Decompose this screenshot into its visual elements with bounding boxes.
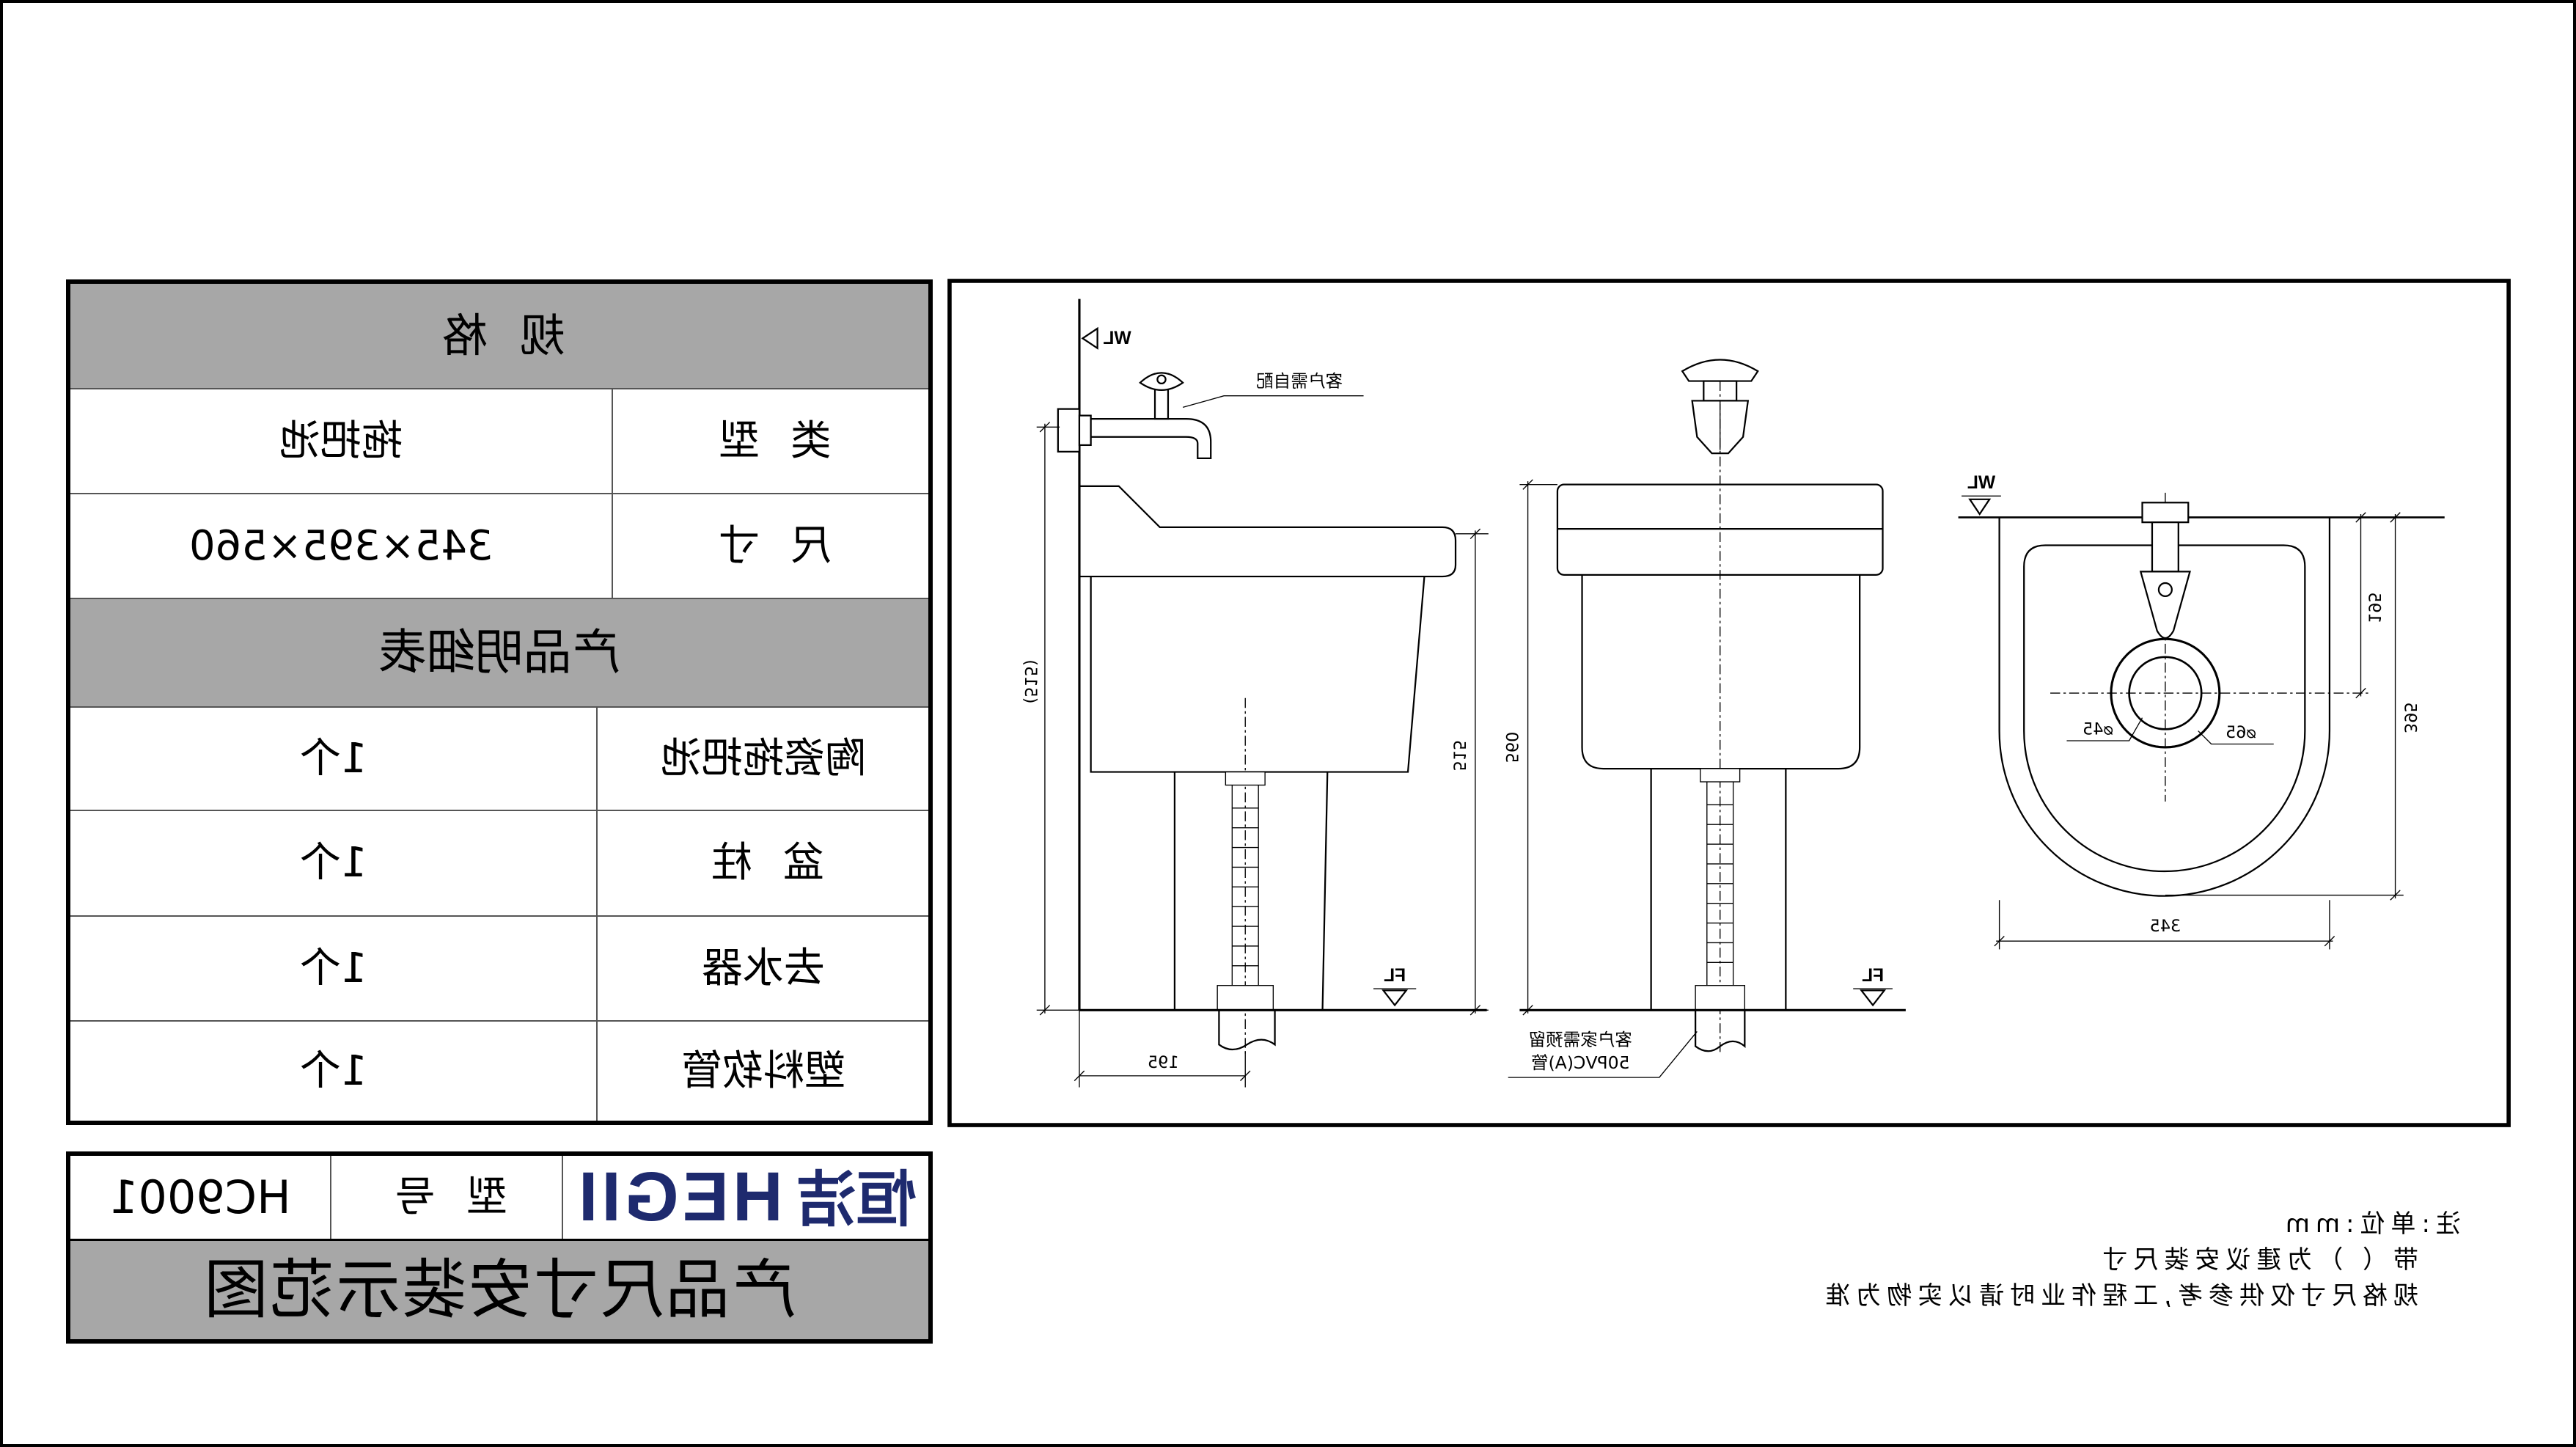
note-suggested: 带（ ）为建议安装尺寸 [2096,1245,2418,1275]
drain-note-line1: 客户家需预留 [1529,1030,1632,1050]
brand-name-cn: 恒洁 [796,1165,917,1235]
drain-wall-label: 195 [2364,592,2383,623]
table-row: 1个 塑料软管 [70,1020,928,1121]
drain-hose-front [1695,768,1746,1052]
drain-note-line2: 50PVC(A)管 [1531,1052,1630,1073]
pedestal-side [1173,772,1329,1011]
faucet-note-leader [1182,395,1364,409]
outer-dia-leader [2198,730,2274,745]
rim-height-dimension [1456,528,1489,1016]
basin-bowl-front [1581,574,1861,770]
width-label: 345 [2150,917,2181,936]
drain-inner-circle [2128,656,2203,730]
fl-marker-front-icon [1860,989,1887,1007]
drain-note-leader [1508,1030,1698,1078]
detail-qty: 1个 [299,944,367,992]
brand-logo: 恒洁HEGII [563,1156,928,1239]
spec-table: 规 格 拖把池 类 型 345×395×560 尺 寸 产品明细表 1个 陶瓷拖… [66,279,933,1125]
brand-name-en: HEGII [575,1158,783,1236]
side-view: WL 客户需自配 (515) [1021,298,1489,1088]
drain-offset-label: 195 [1148,1053,1179,1072]
faucet-plan-icon [2139,502,2191,640]
width-dimension [1994,900,2335,950]
table-row: 1个 陶瓷拖把池 [70,706,928,810]
wl-marker-plan-icon [1968,498,1992,516]
wl-marker-icon [1081,326,1098,350]
front-view: FL 560 客户家需预留 50PVC(A)管 [1502,359,1906,1078]
notes: 注:单位:mm 带（ ）为建议安装尺寸 规格尺寸仅供参考,工程作业时请以实物为准 [1786,1206,2461,1314]
faucet-height-label: (515) [1021,659,1040,703]
title-block: HC9001 型 号 恒洁HEGII 产品尺寸安装示范图 [66,1151,933,1344]
fl-label-front: FL [1862,966,1884,986]
fl-label: FL [1384,966,1406,986]
rim-height-label: 515 [1450,740,1469,772]
drain-outer-circle [2110,637,2221,749]
detail-item: 盆 柱 [702,839,824,887]
drawing-frame [947,279,2511,1127]
spec-header-row: 规 格 [70,284,928,388]
wl-label-plan: WL [1967,473,1995,493]
note-unit: 注:单位:mm [2279,1209,2461,1239]
table-row: 1个 盆 柱 [70,810,928,915]
faucet-height-dimension [1036,422,1079,1016]
detail-item: 陶瓷拖把池 [660,734,866,783]
table-row: 1个 去水器 [70,915,928,1020]
title-block-title-row: 产品尺寸安装示范图 [70,1239,928,1339]
detail-title: 产品明细表 [378,624,620,681]
detail-header-row: 产品明细表 [70,598,928,706]
pedestal-front [1650,769,1787,1011]
drawing-title: 产品尺寸安装示范图 [202,1252,796,1327]
spec-size-value: 345×395×560 [188,521,493,570]
detail-qty: 1个 [299,1047,367,1095]
drain-hose-side [1217,771,1276,1051]
detail-qty: 1个 [299,839,367,887]
spec-title: 规 格 [433,309,565,362]
detail-item: 去水器 [701,944,825,992]
basin-inner-plan [2023,544,2306,873]
inner-dia-label: ⌀45 [2083,719,2113,739]
spec-size-label: 尺 寸 [710,521,832,570]
outer-dia-label: ⌀65 [2225,723,2256,742]
total-height-label: 560 [1502,732,1521,763]
drain-wall-dimension [2352,512,2369,699]
inner-dia-leader [2066,717,2143,741]
note-disclaimer: 规格尺寸仅供参考,工程作业时请以实物为准 [1819,1281,2418,1311]
basin-bowl-side [1090,576,1425,773]
wl-label: WL [1103,329,1131,348]
fl-marker-icon [1381,989,1409,1007]
depth-dimension [2165,512,2404,901]
basin-rim-side [1079,485,1457,578]
model-number: HC9001 [109,1170,291,1224]
spec-type-label: 类 型 [710,417,832,465]
detail-item: 塑料软管 [680,1047,845,1095]
depth-label: 395 [2401,702,2420,733]
total-height-dimension [1519,479,1557,1016]
title-block-info-row: HC9001 型 号 恒洁HEGII [70,1156,928,1239]
faucet-note: 客户需自配 [1256,371,1343,392]
detail-qty: 1个 [299,734,367,783]
plan-view: WL ⌀45 ⌀65 195 395 [1958,473,2445,950]
spec-row-type: 拖把池 类 型 [70,388,928,493]
drain-offset-dimension [1074,1010,1251,1088]
faucet-side-icon [1057,372,1212,459]
model-label: 型 号 [386,1173,507,1221]
spec-row-size: 345×395×560 尺 寸 [70,493,928,598]
spec-type-value: 拖把池 [279,417,403,465]
basin-outer-plan [1998,517,2331,897]
